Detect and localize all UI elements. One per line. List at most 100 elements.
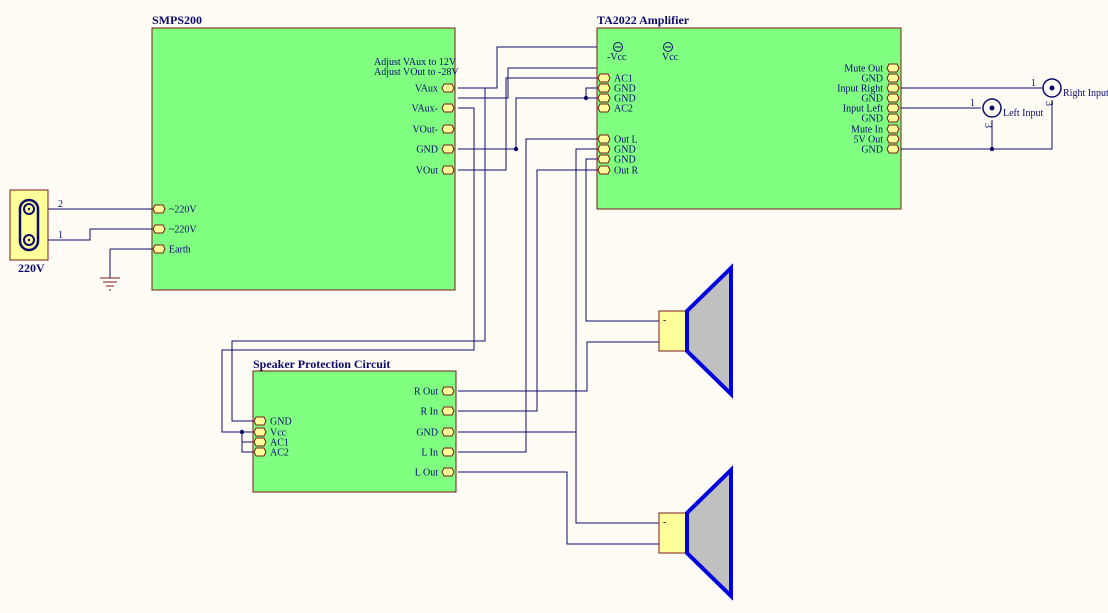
spc-block[interactable]: Speaker Protection Circuit R Out R In GND L…	[252, 357, 457, 493]
pin[interactable]: GND	[861, 144, 900, 156]
pin-label: GND	[614, 94, 636, 105]
pin[interactable]: GND	[597, 93, 636, 105]
pin-label: GND	[614, 145, 636, 156]
pin-connector-icon	[886, 144, 900, 154]
pin[interactable]: GND	[597, 144, 636, 156]
pin-label: GND	[416, 145, 438, 156]
amp-block[interactable]: TA2022 Amplifier -Vcc Vcc AC1GNDGNDAC2Ou…	[596, 13, 902, 210]
pin[interactable]: R In	[421, 406, 455, 418]
pin[interactable]: Out L	[597, 134, 638, 146]
neg-vcc-terminal-icon	[613, 42, 623, 52]
pin[interactable]: GND	[597, 83, 636, 95]
pin[interactable]: GND	[861, 113, 900, 125]
pin[interactable]: AC2	[253, 447, 289, 459]
speaker-magnet	[658, 512, 688, 554]
pin-connector-icon	[441, 83, 455, 93]
pin[interactable]: AC1	[253, 437, 289, 449]
pin[interactable]: Out R	[597, 165, 639, 177]
pin-connector-icon	[886, 113, 900, 123]
pin-label: 5V Out	[853, 135, 883, 146]
pin-label: AC2	[614, 104, 633, 115]
pin-label: GND	[614, 84, 636, 95]
pin-label: VOut-	[412, 125, 438, 136]
pin[interactable]: AC1	[597, 73, 633, 85]
pin[interactable]: Input Right	[837, 83, 900, 95]
left-input-connector[interactable]: Left Input 1 3	[970, 98, 1043, 128]
pin-connector-icon	[253, 427, 267, 437]
pin[interactable]: GND	[861, 93, 900, 105]
right-input-pin3: 3	[1043, 101, 1054, 106]
junction-dot	[513, 146, 519, 152]
pin[interactable]: GND	[416, 144, 455, 156]
smps-adjust-vout: Adjust VOut to -28V	[374, 67, 459, 78]
pin-label: GND	[861, 74, 883, 85]
pin-label: GND	[861, 114, 883, 125]
pin-label: Input Left	[843, 104, 883, 115]
mains-pin-2: 2	[58, 199, 63, 210]
right-input-connector[interactable]: Right Input 1 3	[1031, 78, 1108, 106]
pin[interactable]: Mute In	[851, 124, 900, 136]
pin-label: Mute In	[851, 125, 883, 136]
pin[interactable]: AC2	[597, 103, 633, 115]
wire-outr-rin	[458, 169, 597, 412]
pin-connector-icon	[253, 447, 267, 457]
pin[interactable]: GND	[416, 427, 455, 439]
pin-connector-icon	[152, 204, 166, 214]
pin-label: R Out	[414, 387, 438, 398]
pin-connector-icon	[597, 73, 611, 83]
amp-body	[596, 27, 902, 210]
pin-connector-icon	[597, 103, 611, 113]
pin[interactable]: VAux	[415, 83, 455, 95]
speaker-right[interactable]: -	[658, 263, 733, 399]
pin-connector-icon	[441, 124, 455, 134]
pin-connector-icon	[441, 427, 455, 437]
pin[interactable]: Input Left	[843, 103, 900, 115]
pin-label: GND	[270, 417, 292, 428]
pin-label: VOut	[416, 166, 438, 177]
left-input-label: Left Input	[1003, 108, 1043, 119]
pin-connector-icon	[886, 63, 900, 73]
wire-input-gnd	[900, 100, 1053, 150]
spc-title: Speaker Protection Circuit	[253, 357, 390, 371]
pin[interactable]: ~220V	[152, 204, 197, 216]
pin[interactable]: GND	[861, 73, 900, 85]
speaker-cone-icon	[685, 465, 733, 601]
pin[interactable]: VOut	[416, 165, 455, 177]
pin[interactable]: Earth	[152, 244, 191, 256]
pin[interactable]: GND	[597, 154, 636, 166]
speaker-neg-label: -	[663, 517, 666, 528]
amp-title: TA2022 Amplifier	[597, 13, 690, 27]
pin[interactable]: L Out	[415, 467, 455, 479]
smps-title: SMPS200	[152, 13, 202, 27]
amp-pos-vcc: Vcc	[662, 52, 679, 63]
pin[interactable]: R Out	[414, 386, 455, 398]
pin[interactable]: ~220V	[152, 224, 197, 236]
pin-label: ~220V	[169, 205, 197, 216]
pin[interactable]: VOut-	[412, 124, 455, 136]
pin-connector-icon	[597, 93, 611, 103]
junction-dot	[239, 429, 245, 435]
pin[interactable]: GND	[253, 416, 292, 428]
pin[interactable]: VAux-	[412, 103, 455, 115]
pin-label: Input Right	[837, 84, 883, 95]
pin-connector-icon	[597, 134, 611, 144]
pin[interactable]: Vcc	[253, 427, 287, 439]
pin[interactable]: Mute Out	[844, 63, 900, 75]
pin[interactable]: L In	[421, 447, 455, 459]
socket-hole-icon	[23, 234, 35, 246]
left-input-pin3: 3	[982, 123, 993, 128]
speaker-left[interactable]: -	[658, 465, 733, 601]
pin[interactable]: 5V Out	[853, 134, 900, 146]
wire-vaux-spc	[231, 87, 486, 422]
junctions	[239, 95, 995, 435]
smps-block[interactable]: SMPS200 Adjust VAux to 12V Adjust VOut t…	[151, 13, 459, 291]
pin-connector-icon	[253, 437, 267, 447]
pin-connector-icon	[441, 406, 455, 416]
pin-label: VAux-	[412, 104, 438, 115]
wire-vauxn-spc	[221, 107, 475, 433]
speaker-magnet	[658, 310, 688, 352]
mains-connector[interactable]: 2 1 220V	[9, 189, 63, 275]
